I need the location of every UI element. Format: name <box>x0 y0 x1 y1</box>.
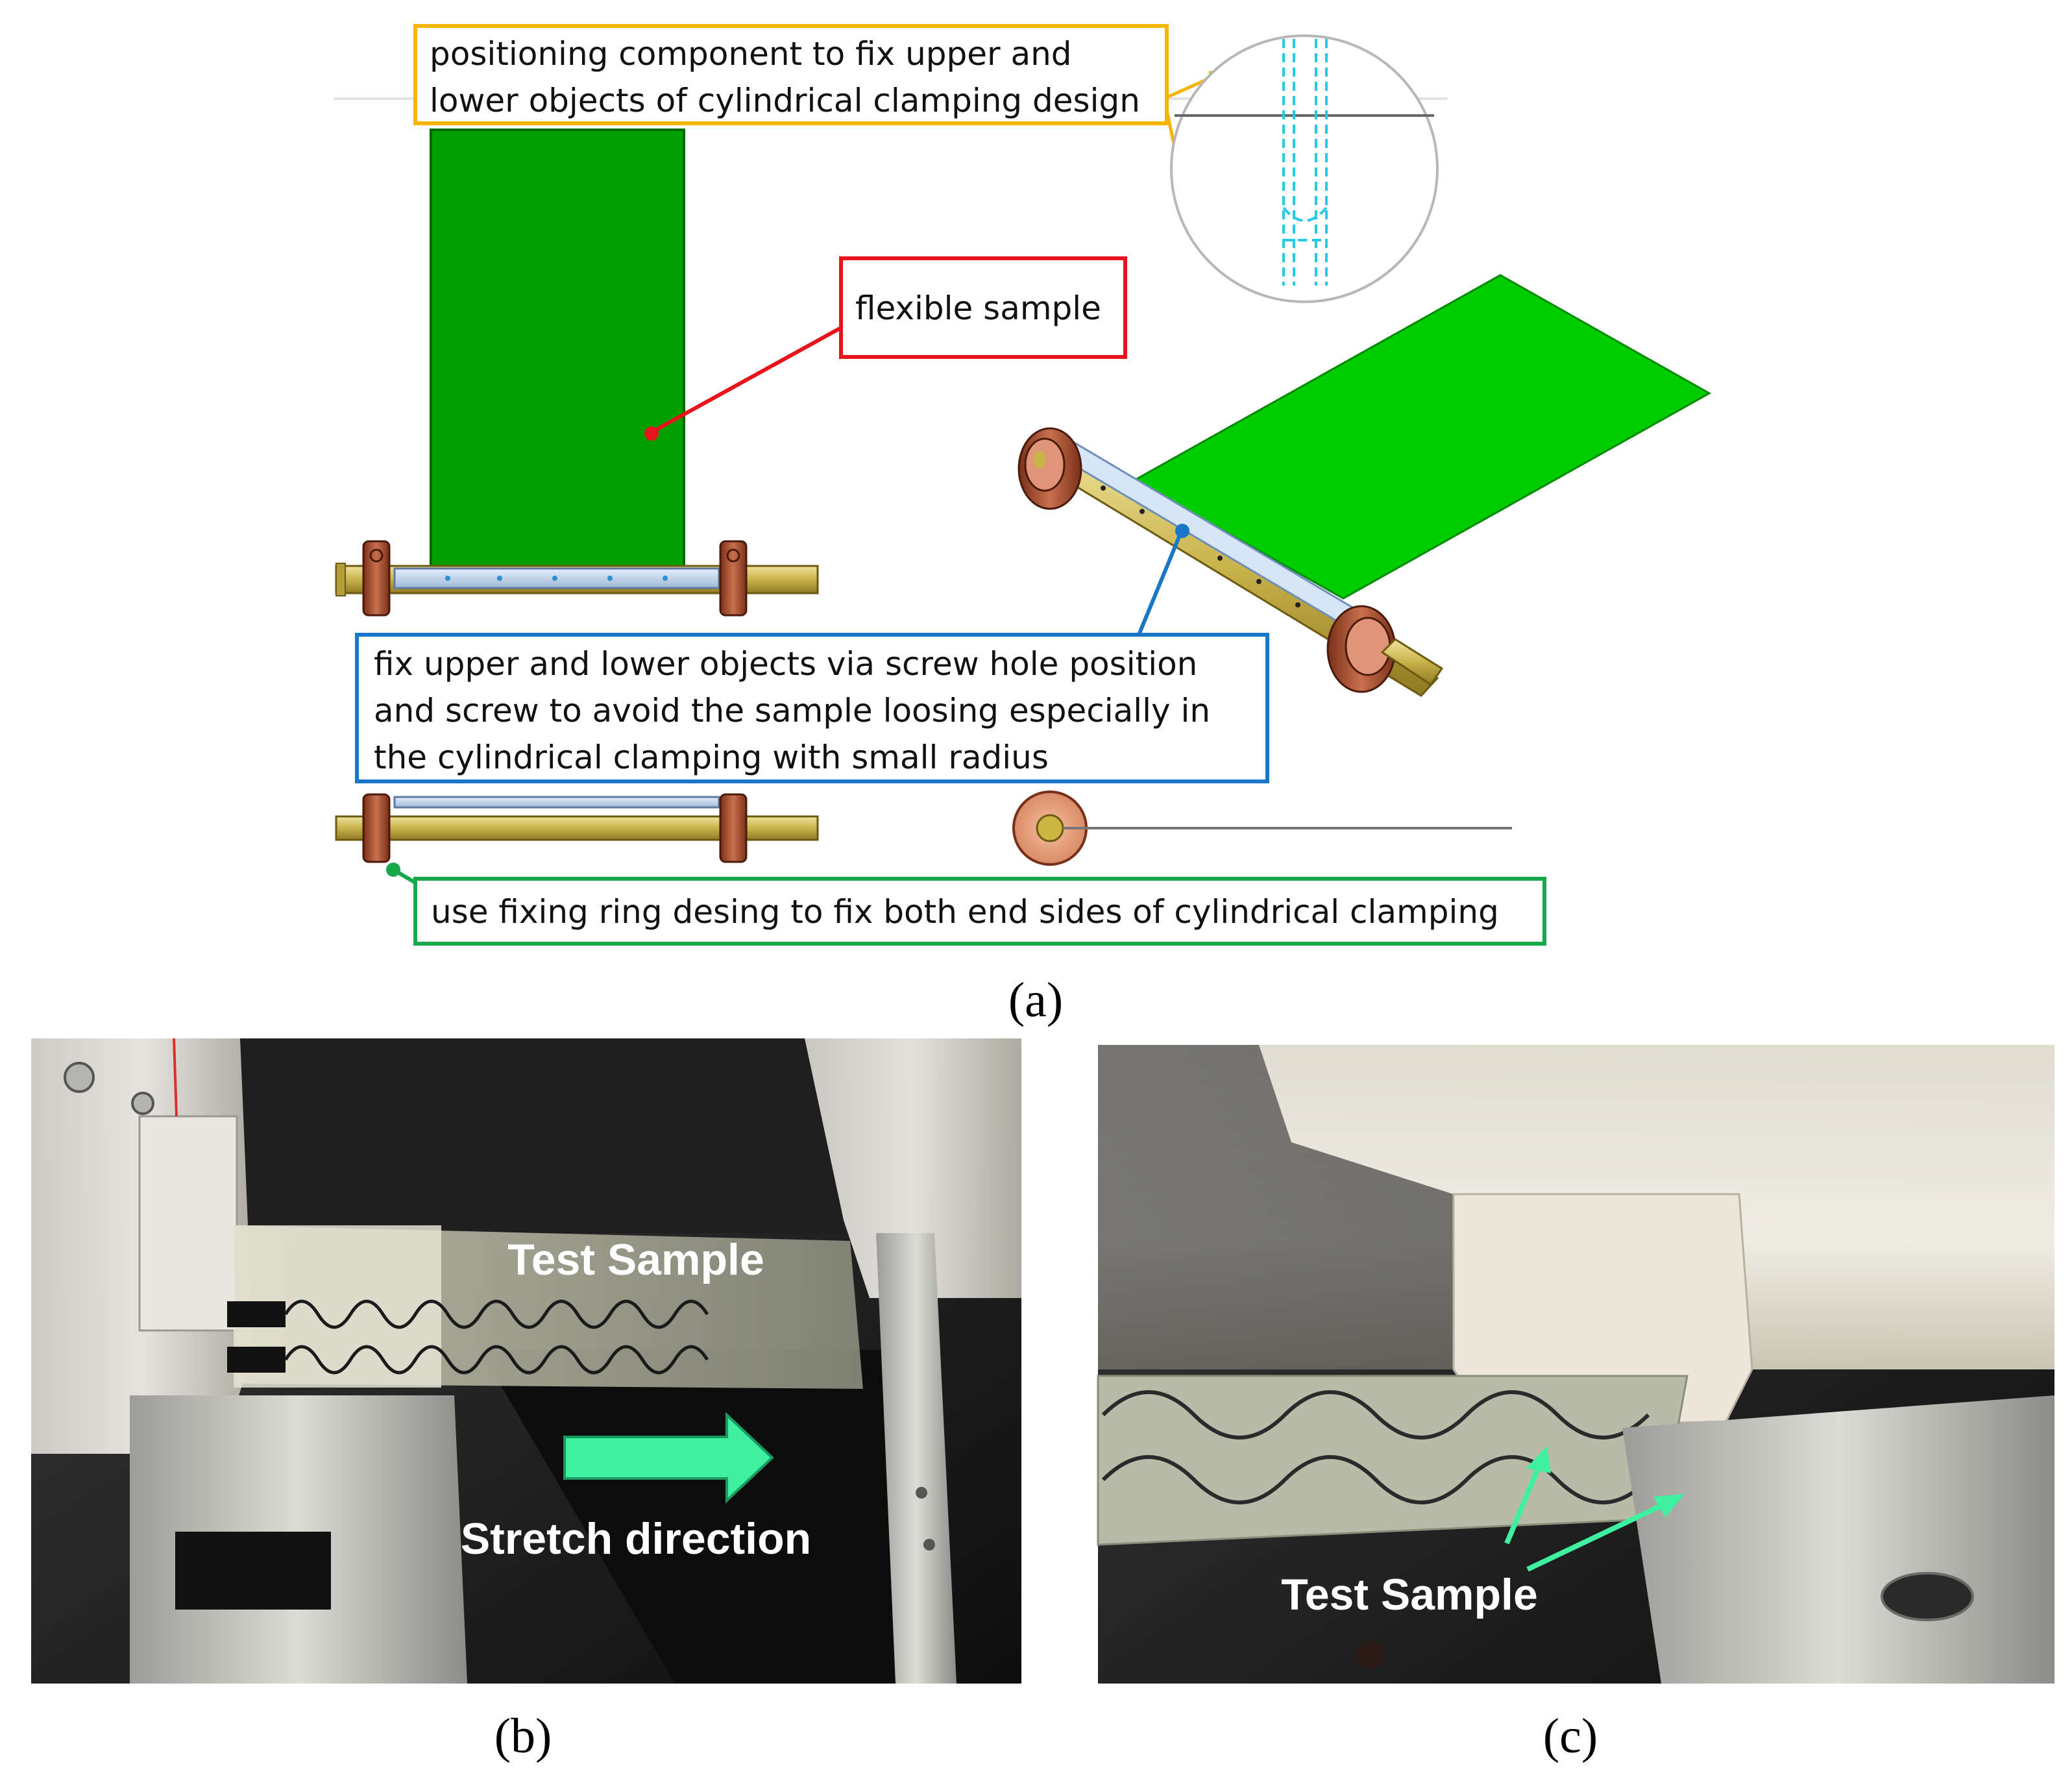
clamp-side-view <box>335 793 819 863</box>
contact-pad <box>227 1347 286 1373</box>
clamp-front-view <box>335 540 819 617</box>
pointer-line <box>1526 1503 1663 1572</box>
screw-head-icon <box>131 1092 154 1115</box>
test-sample-label: Test Sample <box>1281 1570 1538 1619</box>
callout-leader <box>392 868 417 885</box>
fixing-ring-right <box>719 540 748 617</box>
black-platform <box>480 1350 947 1684</box>
callout-text: the cylindrical clamping with small radi… <box>374 739 1049 776</box>
stretch-direction-label: Stretch direction <box>461 1514 811 1563</box>
set-screw-icon <box>369 548 384 563</box>
clamp-isometric-view <box>1018 274 1712 697</box>
callout-text: use fixing ring desing to fix both end s… <box>431 893 1499 931</box>
screw-holes <box>445 576 668 581</box>
contact-pad <box>227 1301 286 1327</box>
rod-face <box>1036 814 1064 842</box>
detail-circle <box>1170 34 1439 303</box>
panel-c-photo: Test Sample <box>1097 1045 2054 1684</box>
fixing-ring-left <box>362 793 391 863</box>
fixing-ring-right <box>719 793 748 863</box>
serpentine-trace <box>1101 1390 1650 1440</box>
callout-positioning: positioning component to fix upper and l… <box>413 24 1230 177</box>
callout-text: flexible sample <box>855 289 1101 327</box>
callout-flexible-sample: flexible sample <box>644 256 1127 441</box>
arrowhead-icon <box>1653 1494 1685 1517</box>
callout-dot <box>644 426 659 441</box>
fixing-ring-isometric <box>1018 427 1082 510</box>
wire <box>173 1038 178 1117</box>
callout-text: lower objects of cylindrical clamping de… <box>430 82 1140 119</box>
callout-screw-hole: fix upper and lower objects via screw ho… <box>355 524 1269 783</box>
screw-head-icon <box>916 1487 927 1499</box>
callout-box <box>839 256 1127 359</box>
screw-hole-icon <box>1881 1572 1974 1621</box>
right-clamp-acrylic <box>805 1038 1021 1298</box>
callout-box <box>413 24 1169 125</box>
callout-leader <box>650 326 842 434</box>
callout-leader <box>1137 531 1183 636</box>
stretch-arrow-icon <box>563 1412 774 1504</box>
serpentine-trace <box>1101 1455 1650 1504</box>
callout-box <box>355 633 1269 783</box>
callout-text: positioning component to fix upper and <box>430 35 1072 73</box>
callout-text: fix upper and lower objects via screw ho… <box>374 645 1197 683</box>
clamp-plate <box>393 796 720 809</box>
callout-box <box>413 877 1546 946</box>
clamp-end-view <box>1012 790 1512 866</box>
screw-hole-icon <box>1356 1641 1385 1669</box>
right-clamp-rod <box>876 1233 957 1684</box>
black-block <box>175 1532 331 1610</box>
rear-shadow <box>195 1038 844 1233</box>
flexible-sample-front-view <box>430 129 685 572</box>
rod-end-isometric <box>1380 638 1444 687</box>
fixing-ring-left <box>362 540 391 617</box>
panel-b-photo: Test Sample Stretch direction <box>31 1038 1021 1684</box>
left-clamp-block <box>138 1115 238 1332</box>
panel-label-b: (b) <box>494 1709 552 1763</box>
rod-end-cap <box>335 563 346 596</box>
callout-fixing-ring: use fixing ring desing to fix both end s… <box>386 863 1546 946</box>
panel-label-c: (c) <box>1543 1709 1598 1763</box>
callout-text: and screw to avoid the sample loosing es… <box>374 692 1210 729</box>
detail-magnifier <box>1170 34 1439 303</box>
fixing-ring-isometric <box>1326 605 1396 693</box>
screw-head-icon <box>923 1539 935 1550</box>
panel-a: positioning component to fix upper and l… <box>334 24 1712 1027</box>
test-sample-film <box>1097 1375 1688 1546</box>
pointer-line <box>1504 1464 1542 1545</box>
test-sample-label: Test Sample <box>507 1235 764 1284</box>
serpentine-trace <box>284 1299 709 1329</box>
callout-dot <box>1175 524 1189 538</box>
detail-dashes <box>1282 39 1328 286</box>
arrowhead-icon <box>1526 1446 1551 1473</box>
flexible-sample-isometric <box>1132 274 1712 600</box>
aluminum-rod <box>1622 1395 2054 1684</box>
serpentine-trace <box>284 1345 709 1375</box>
set-screw-icon <box>726 548 740 563</box>
panel-label-a: (a) <box>1008 973 1063 1027</box>
screw-head-icon <box>64 1062 95 1093</box>
